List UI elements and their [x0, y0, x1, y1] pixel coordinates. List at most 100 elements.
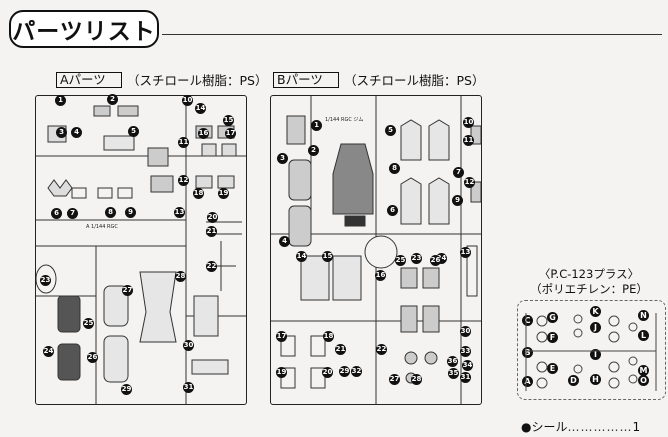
part-b-badge-17: 17 — [276, 331, 287, 342]
pc-part-badge-K: K — [590, 306, 601, 317]
part-b-badge-33: 33 — [460, 346, 471, 357]
part-b-badge-28: 28 — [411, 374, 422, 385]
part-a-badge-18: 18 — [193, 188, 204, 199]
seal-dots: …………… — [567, 420, 633, 434]
part-a-badge-7: 7 — [67, 208, 78, 219]
part-a-badge-4: 4 — [71, 127, 82, 138]
runner-b-scale-text: 1/144 RGC ジム — [325, 117, 363, 123]
part-b-badge-9: 9 — [452, 195, 463, 206]
part-b-badge-34: 34 — [462, 360, 473, 371]
pc-part-badge-E: E — [547, 363, 558, 374]
part-a-badge-2: 2 — [107, 94, 118, 105]
part-b-badge-25: 25 — [395, 255, 406, 266]
runner-b-header: Bパーツ （スチロール樹脂：PS） — [273, 70, 484, 89]
part-b-badge-24: 24 — [436, 253, 447, 264]
part-b-badge-7: 7 — [453, 167, 464, 178]
runner-b-label: Bパーツ — [273, 71, 339, 88]
pc-runner-drawing — [525, 313, 657, 391]
part-b-badge-8: 8 — [389, 163, 400, 174]
part-b-badge-36: 36 — [447, 356, 458, 367]
part-b-badge-29: 29 — [339, 366, 350, 377]
part-b-badge-14: 14 — [296, 251, 307, 262]
part-b-badge-22: 22 — [376, 344, 387, 355]
part-b-badge-20: 20 — [322, 367, 333, 378]
seal-bullet: ● — [521, 420, 532, 434]
part-a-badge-28: 28 — [175, 271, 186, 282]
part-a-badge-15: 15 — [223, 115, 234, 126]
part-a-badge-14: 14 — [195, 103, 206, 114]
pc-part-badge-D: D — [568, 375, 579, 386]
part-b-badge-35: 35 — [448, 368, 459, 379]
part-a-badge-5: 5 — [128, 126, 139, 137]
runner-a-header: Aパーツ （スチロール樹脂：PS） — [56, 70, 267, 89]
runner-a-label: Aパーツ — [56, 71, 122, 88]
pc-part-badge-B: B — [522, 347, 533, 358]
part-a-badge-16: 16 — [198, 128, 209, 139]
runner-a-frame: A 1/144 RGC — [35, 95, 247, 405]
runner-b-material: （スチロール樹脂：PS） — [344, 73, 485, 88]
part-b-badge-18: 18 — [323, 331, 334, 342]
title-rule — [162, 34, 662, 35]
pc-part-badge-C: C — [522, 315, 533, 326]
part-a-badge-24: 24 — [43, 346, 54, 357]
part-a-badge-8: 8 — [105, 207, 116, 218]
pc-part-badge-G: G — [547, 312, 558, 323]
pc-part-badge-J: J — [590, 322, 601, 333]
pc-part-badge-H: H — [590, 374, 601, 385]
part-a-badge-3: 3 — [56, 127, 67, 138]
part-a-badge-29: 29 — [121, 384, 132, 395]
runner-b-sprue-drawing: 1/144 RGC ジム — [271, 96, 481, 404]
part-a-badge-25: 25 — [83, 318, 94, 329]
pc-runner-frame — [517, 300, 666, 400]
seal-label: シール — [531, 420, 568, 434]
pc-part-badge-A: A — [522, 376, 533, 387]
pc-part-badge-M: M — [638, 365, 649, 376]
part-b-badge-6: 6 — [387, 205, 398, 216]
part-b-badge-21: 21 — [335, 344, 346, 355]
part-a-badge-22: 22 — [206, 261, 217, 272]
pc-part-badge-L: L — [638, 330, 649, 341]
pc-header: 〈P.C-123プラス〉 （ポリエチレン：PE） — [524, 267, 654, 297]
part-a-badge-9: 9 — [125, 207, 136, 218]
pc-title: 〈P.C-123プラス〉 — [538, 267, 640, 281]
part-b-badge-31: 31 — [460, 372, 471, 383]
part-b-badge-23: 23 — [411, 253, 422, 264]
pc-part-badge-I: I — [590, 349, 601, 360]
page-title: パーツリスト — [12, 19, 156, 45]
part-b-badge-26: 26 — [430, 255, 441, 266]
part-b-badge-4: 4 — [279, 236, 290, 247]
part-b-badge-19: 19 — [276, 367, 287, 378]
part-b-badge-27: 27 — [389, 374, 400, 385]
part-b-badge-12: 12 — [464, 177, 475, 188]
seal-count: 1 — [632, 420, 641, 434]
part-a-badge-13: 13 — [174, 207, 185, 218]
page-title-box: パーツリスト — [9, 10, 159, 48]
part-a-badge-12: 12 — [178, 175, 189, 186]
part-a-badge-20: 20 — [207, 212, 218, 223]
part-a-badge-17: 17 — [225, 128, 236, 139]
part-b-badge-16: 16 — [375, 270, 386, 281]
pc-part-badge-F: F — [547, 332, 558, 343]
part-a-badge-19: 19 — [218, 188, 229, 199]
runner-a-scale-text: A 1/144 RGC — [86, 224, 118, 230]
part-a-badge-30: 30 — [183, 340, 194, 351]
pc-part-badge-O: O — [638, 375, 649, 386]
part-a-badge-11: 11 — [178, 137, 189, 148]
part-a-badge-10: 10 — [182, 95, 193, 106]
part-b-badge-13: 13 — [460, 247, 471, 258]
part-b-badge-30: 30 — [460, 326, 471, 337]
part-b-badge-11: 11 — [463, 135, 474, 146]
part-a-badge-26: 26 — [87, 352, 98, 363]
part-a-badge-23: 23 — [40, 275, 51, 286]
runner-b-frame: 1/144 RGC ジム — [270, 95, 482, 405]
part-b-badge-2: 2 — [308, 145, 319, 156]
part-b-badge-10: 10 — [463, 117, 474, 128]
part-a-badge-1: 1 — [55, 95, 66, 106]
part-b-badge-32: 32 — [351, 366, 362, 377]
seal-line: ●シール……………1 — [521, 418, 640, 435]
part-b-badge-3: 3 — [277, 153, 288, 164]
pc-part-badge-N: N — [638, 310, 649, 321]
pc-material: （ポリエチレン：PE） — [530, 282, 648, 296]
part-a-badge-31: 31 — [183, 382, 194, 393]
runner-a-material: （スチロール樹脂：PS） — [127, 73, 268, 88]
